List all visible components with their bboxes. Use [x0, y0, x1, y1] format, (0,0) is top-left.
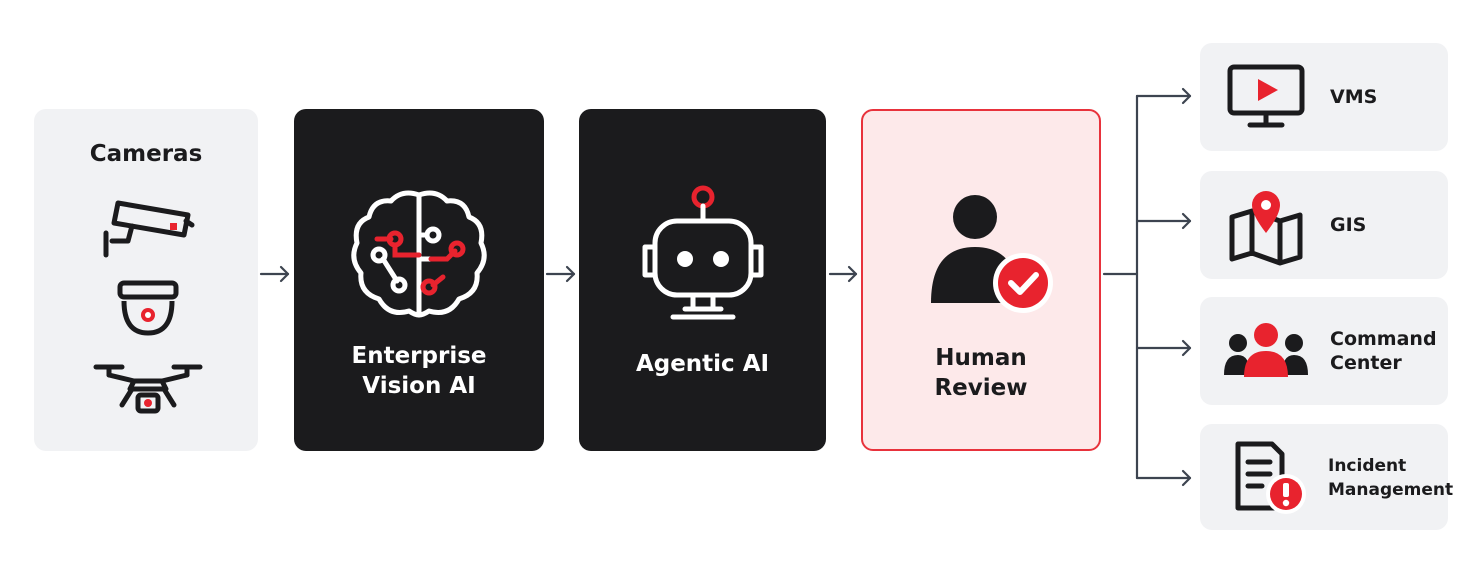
- agentic-ai-node: Agentic AI: [579, 109, 826, 451]
- person-check-icon: [931, 195, 1053, 313]
- enterprise-vision-ai-label: Enterprise Vision AI: [351, 343, 487, 399]
- human-review-node: Human Review: [861, 109, 1101, 451]
- document-alert-icon: [1235, 441, 1306, 514]
- vms-label: VMS: [1330, 86, 1378, 108]
- arrow-agentic-to-human: [828, 265, 858, 283]
- cameras-node: Cameras: [34, 109, 258, 451]
- vms-output: VMS: [1200, 43, 1448, 151]
- command-center-label: Command Center: [1330, 328, 1437, 374]
- team-icon: [1224, 323, 1308, 377]
- arrow-human-to-outputs: [1102, 87, 1192, 487]
- incident-management-label: Incident Management: [1328, 456, 1454, 500]
- dome-camera-icon: [117, 280, 179, 336]
- human-review-label: Human Review: [934, 345, 1028, 401]
- cameras-label: Cameras: [89, 141, 203, 167]
- robot-icon: [642, 185, 764, 320]
- arrow-vision-to-agentic: [545, 265, 576, 283]
- map-pin-icon: [1229, 191, 1303, 266]
- enterprise-vision-ai-node: Enterprise Vision AI: [294, 109, 544, 451]
- monitor-play-icon: [1227, 64, 1305, 128]
- arrow-cameras-to-vision: [259, 265, 290, 283]
- gis-output: GIS: [1200, 171, 1448, 279]
- drone-icon: [93, 364, 203, 414]
- agentic-ai-label: Agentic AI: [635, 351, 770, 377]
- brain-circuit-icon: [351, 190, 487, 318]
- incident-management-output: Incident Management: [1200, 424, 1453, 530]
- command-center-output: Command Center: [1200, 297, 1448, 405]
- cctv-camera-icon: [103, 200, 195, 258]
- gis-label: GIS: [1330, 214, 1367, 236]
